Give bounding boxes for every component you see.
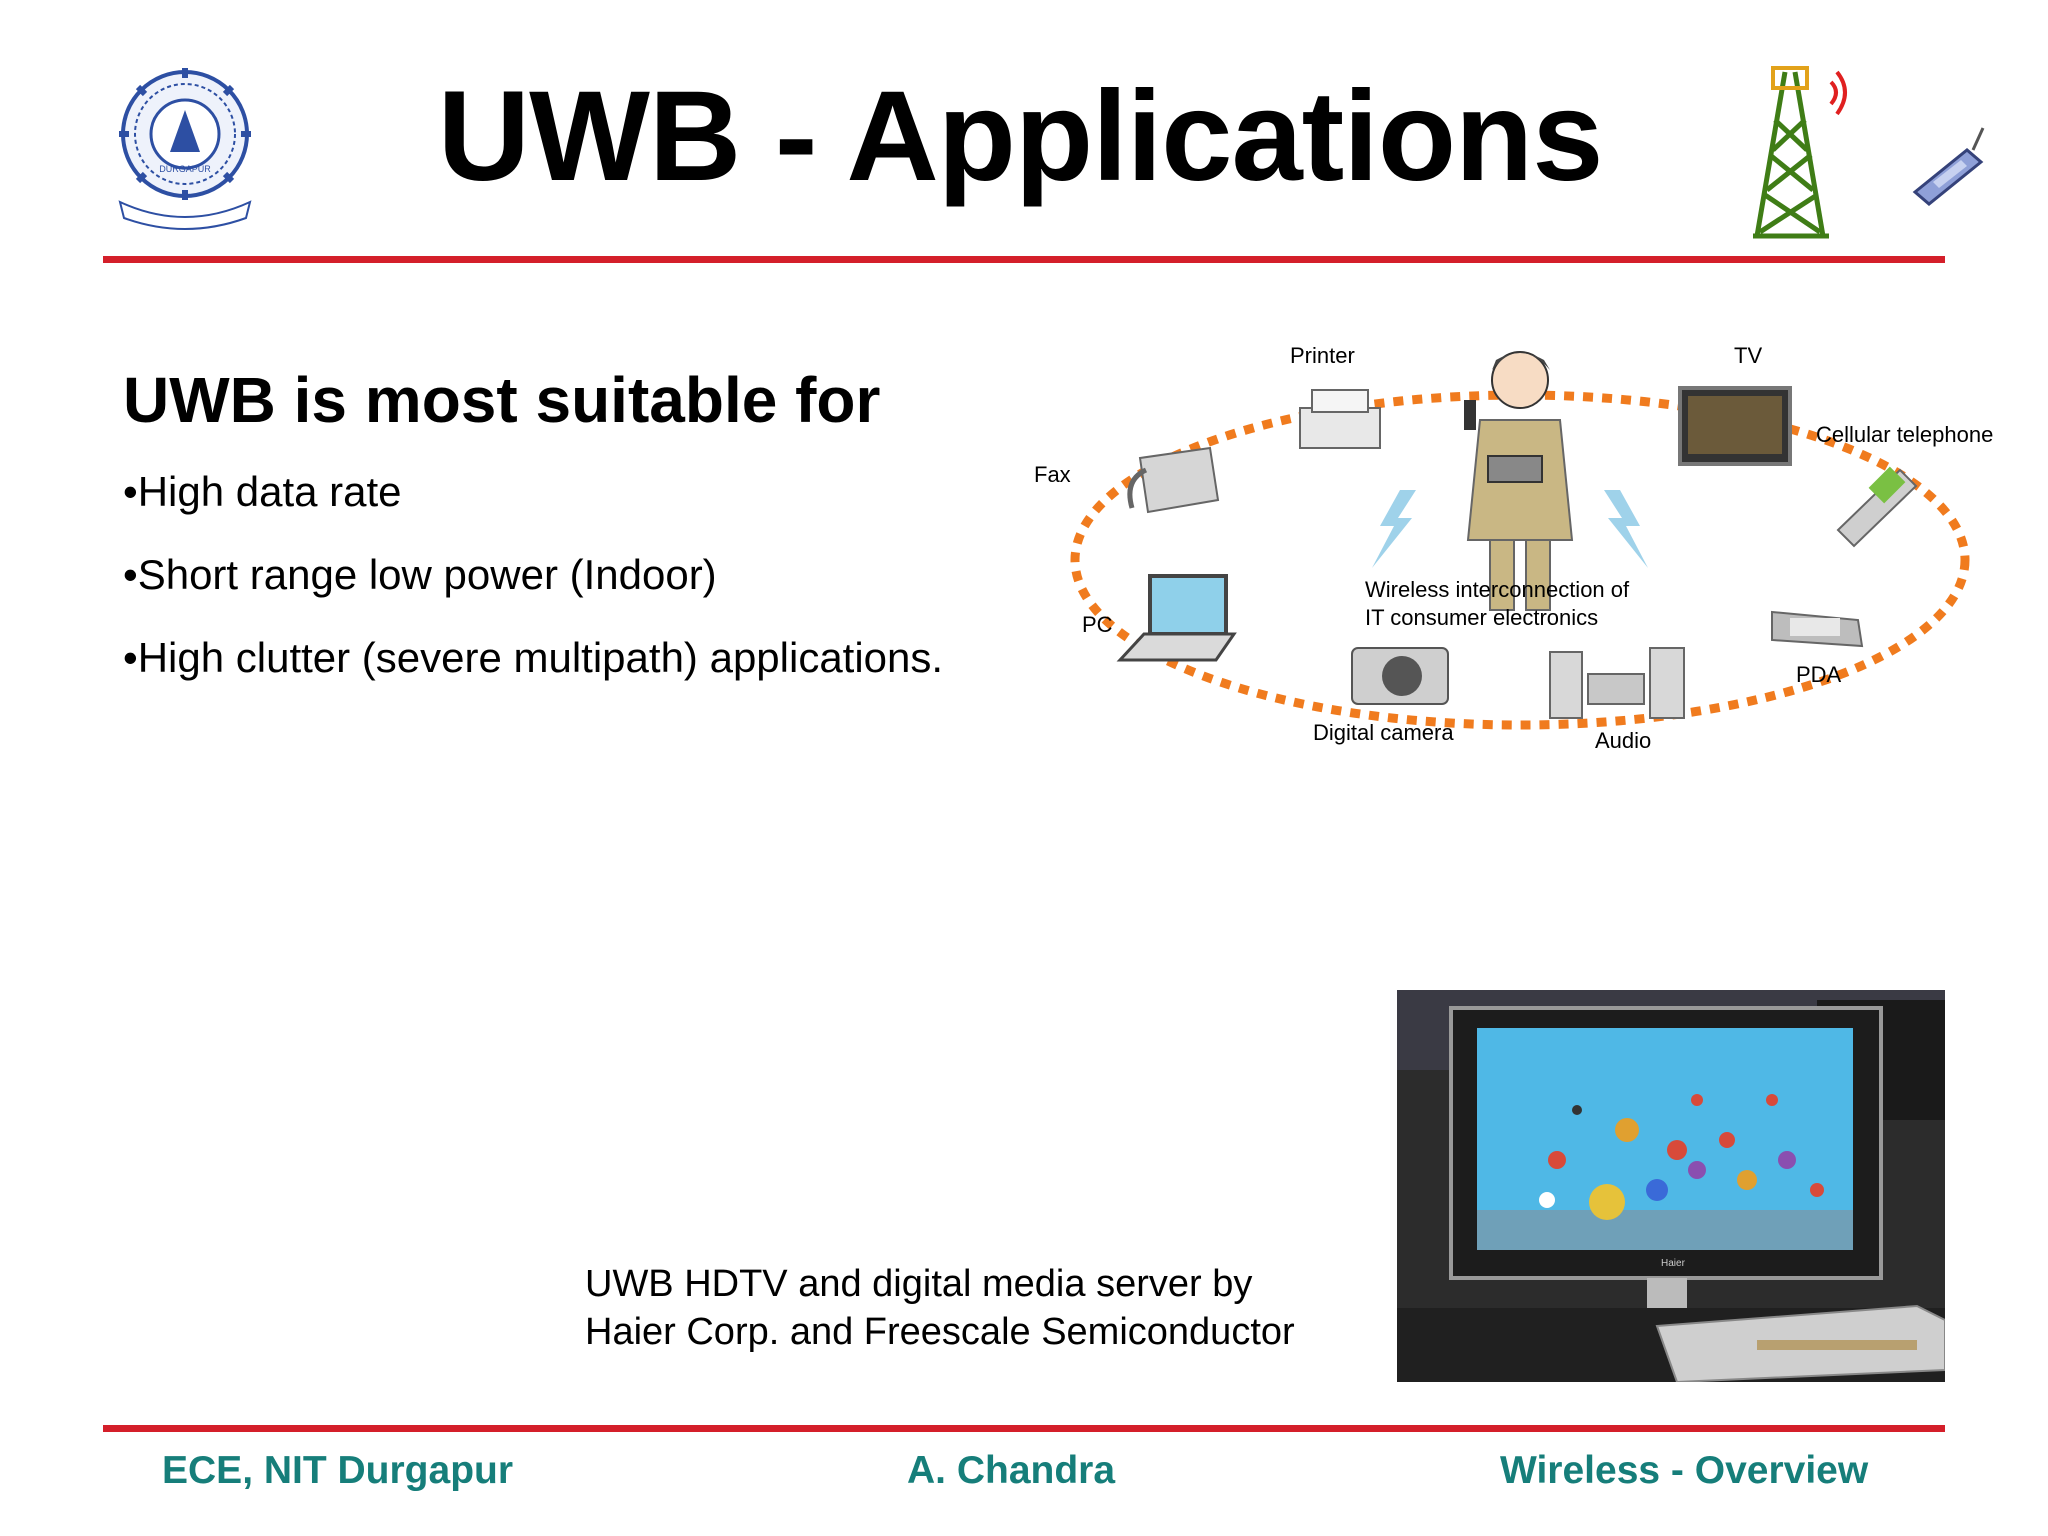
bullet-item: •High clutter (severe multipath) applica… xyxy=(123,634,944,681)
slide-title: UWB - Applications xyxy=(437,65,1604,208)
label-camera: Digital camera xyxy=(1313,720,1454,745)
caption-line: Haier Corp. and Freescale Semiconductor xyxy=(585,1311,1295,1353)
fax-icon xyxy=(1127,446,1220,514)
label-pda: PDA xyxy=(1796,662,1842,687)
institute-logo: DURGAPUR xyxy=(100,62,270,232)
content-heading: UWB is most suitable for xyxy=(123,364,881,436)
tv-brand-label: Haier xyxy=(1661,1258,1686,1269)
connection-ring xyxy=(1070,390,1970,730)
cell-phone-icon xyxy=(1905,122,1995,212)
footer-left: ECE, NIT Durgapur xyxy=(162,1449,514,1492)
camera-icon xyxy=(1351,647,1449,705)
logo-text: DURGAPUR xyxy=(159,164,211,174)
label-printer: Printer xyxy=(1290,343,1355,368)
institute-seal-icon: DURGAPUR xyxy=(118,68,252,230)
audio-system-icon xyxy=(1549,647,1685,719)
header-divider xyxy=(103,256,1945,263)
label-pc: PC xyxy=(1082,612,1113,637)
label-cellular: Cellular telephone xyxy=(1816,422,1993,447)
footer-center: A. Chandra xyxy=(907,1449,1116,1492)
tv-icon xyxy=(1678,386,1792,466)
bullet-item: •High data rate xyxy=(123,468,402,515)
bullet-item: •Short range low power (Indoor) xyxy=(123,551,717,598)
balloons xyxy=(1539,1094,1824,1220)
label-audio: Audio xyxy=(1595,728,1651,753)
footer-right: Wireless - Overview xyxy=(1500,1449,1869,1492)
pda-icon xyxy=(1771,610,1864,648)
diagram-center-label: IT consumer electronics xyxy=(1365,605,1598,630)
wireless-bolt-icon xyxy=(1372,490,1416,568)
laptop-icon xyxy=(1116,574,1237,662)
printer-icon xyxy=(1299,389,1381,449)
label-fax: Fax xyxy=(1034,462,1071,487)
wireless-interconnection-diagram: Printer TV Cellular telephone Fax PC xyxy=(1020,330,2020,770)
footer-divider xyxy=(103,1425,1945,1432)
diagram-center-label: Wireless interconnection of xyxy=(1365,577,1630,602)
label-tv: TV xyxy=(1734,343,1762,368)
photo-caption: UWB HDTV and digital media server by Hai… xyxy=(585,1260,1295,1356)
person-icon xyxy=(1464,351,1574,611)
radio-tower-icon xyxy=(1745,60,1855,240)
caption-line: UWB HDTV and digital media server by xyxy=(585,1263,1253,1305)
wireless-bolt-icon xyxy=(1604,490,1648,568)
hdtv-photo: Haier xyxy=(1397,990,1945,1382)
mobile-phone-icon xyxy=(1836,466,1918,548)
